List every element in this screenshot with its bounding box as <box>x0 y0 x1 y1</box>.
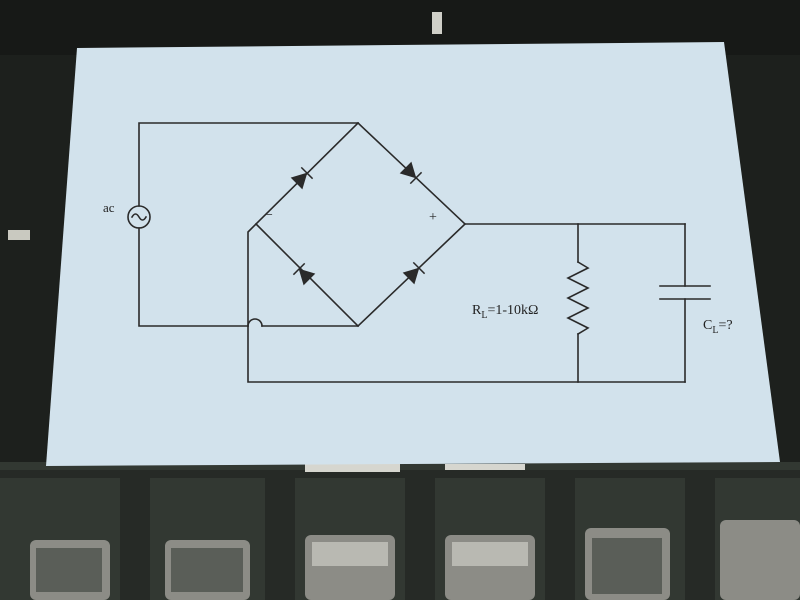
resistor-label: RL=1-10kΩ <box>472 303 538 321</box>
capacitor-label: CL=? <box>703 318 733 336</box>
diode-3-symbol <box>292 262 316 286</box>
resistor-zigzag <box>566 260 590 336</box>
wire-left-bottom <box>138 227 249 327</box>
diode-1-symbol <box>290 166 314 190</box>
wire-top <box>138 122 359 207</box>
wire-return <box>247 222 686 383</box>
bridge-minus-label: − <box>265 208 273 223</box>
ac-source-label: ac <box>103 200 115 215</box>
ac-sine-icon <box>130 213 148 221</box>
diode-4-symbol <box>402 261 426 285</box>
bridge-plus-label: + <box>429 210 437 225</box>
diode-2-symbol <box>399 161 423 185</box>
paper-sheet <box>46 42 780 466</box>
